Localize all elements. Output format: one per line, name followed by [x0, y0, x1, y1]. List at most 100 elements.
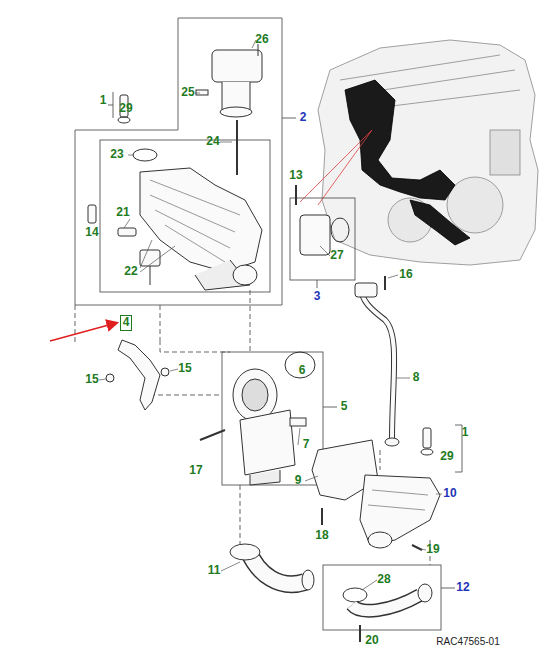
illustration-stroke: [368, 490, 428, 510]
callout-number: 24: [206, 135, 219, 148]
illustration-stroke: [140, 246, 175, 272]
illustration-stroke: [421, 449, 433, 455]
callout-number: 15: [85, 373, 98, 386]
illustration-stroke: [233, 265, 257, 285]
illustration-stroke: [343, 588, 367, 602]
illustration-stroke: [441, 588, 455, 589]
callout-number: 29: [119, 102, 132, 115]
illustration-stroke: [282, 118, 296, 119]
callout-number: 2: [300, 111, 307, 124]
illustration-stroke: [75, 305, 160, 345]
illustration-stroke: [88, 205, 96, 223]
illustration-stroke: [290, 418, 306, 426]
illustration-stroke: [220, 107, 252, 117]
illustration-stroke: [118, 228, 136, 236]
illustration-stroke: [362, 288, 394, 440]
illustration-stroke: [150, 180, 240, 262]
callout-number: 29: [440, 450, 453, 463]
callout-number: 3: [314, 290, 321, 303]
illustration-stroke: [75, 18, 282, 305]
callout-number: 27: [330, 249, 343, 262]
engine-thumbnail: [300, 40, 538, 265]
callout-number: 17: [189, 464, 202, 477]
illustration-stroke: [220, 142, 232, 143]
callout-number: 5: [341, 400, 348, 413]
illustration-stroke: [236, 120, 238, 175]
callout-number: 21: [116, 206, 129, 219]
illustration-stroke: [290, 198, 355, 280]
illustration-stroke: [133, 149, 157, 161]
illustration-stroke: [140, 240, 152, 268]
illustration-stroke: [331, 218, 349, 242]
callout-number: 8: [413, 371, 420, 384]
callout-number: 15: [178, 362, 191, 375]
illustration-stroke: [108, 92, 113, 118]
illustration-stroke: [106, 374, 114, 382]
callout-number: 7: [303, 438, 310, 451]
illustration-stroke: [230, 544, 260, 560]
illustration-stroke: [150, 395, 222, 396]
illustration-stroke: [100, 140, 270, 292]
illustration-stroke: [124, 219, 130, 228]
callout-number: 22: [124, 265, 137, 278]
illustration-stroke: [128, 155, 134, 156]
callout-number: 12: [456, 581, 469, 594]
illustration-stroke: [222, 82, 250, 110]
illustration-stroke: [150, 266, 151, 285]
callout-number: 1: [100, 94, 107, 107]
illustration-stroke: [195, 93, 200, 94]
callout-number: 26: [255, 33, 268, 46]
callout-number: 14: [85, 226, 98, 239]
illustration-stroke: [233, 369, 277, 421]
illustration-stroke: [170, 369, 178, 371]
illustration-stroke: [418, 584, 432, 602]
callout-number: 20: [365, 634, 378, 647]
illustration-stroke: [212, 50, 262, 82]
illustration-stroke: [318, 40, 538, 265]
illustration-stroke: [396, 378, 410, 379]
illustration-stroke: [250, 290, 251, 352]
illustration-stroke: [298, 428, 300, 445]
callout-number: 16: [399, 268, 412, 281]
illustration-stroke: [317, 280, 318, 288]
illustration-stroke: [118, 117, 130, 123]
illustration-stroke: [300, 215, 330, 255]
illustration-stroke: [140, 250, 160, 266]
illustration-stroke: [420, 549, 426, 550]
callout-number: 9: [295, 474, 302, 487]
illustration-stroke: [222, 352, 323, 485]
callout-number: 25: [181, 86, 194, 99]
illustration-stroke: [368, 532, 392, 548]
illustration-stroke: [196, 90, 208, 95]
boxed-callout-number: 4: [120, 315, 133, 330]
illustration-stroke: [352, 595, 420, 611]
callout-number: 10: [443, 487, 456, 500]
illustration-stroke: [285, 352, 315, 378]
illustration-stroke: [161, 368, 169, 376]
illustration-stroke: [321, 508, 323, 525]
illustration-stroke: [355, 283, 377, 297]
illustration-stroke: [140, 168, 262, 272]
illustration-stroke: [300, 130, 372, 205]
illustration-stroke: [305, 476, 318, 481]
illustration-stroke: [447, 177, 503, 233]
illustration-stroke: [250, 470, 280, 485]
illustration-stroke: [99, 379, 106, 380]
pointer-arrow: [50, 323, 116, 341]
illustration-stroke: [160, 340, 230, 352]
callout-number: 19: [426, 543, 439, 556]
illustration-stroke: [323, 407, 337, 408]
illustration-stroke: [362, 580, 377, 590]
illustration-stroke: [436, 494, 442, 495]
callout-number: 6: [299, 364, 306, 377]
illustration-stroke: [385, 438, 399, 446]
illustration-stroke: [240, 485, 241, 545]
part-outlines: [88, 44, 440, 642]
callout-number: 23: [110, 148, 123, 161]
figure-code: RAC47565-01: [436, 636, 499, 647]
illustration-stroke: [320, 246, 330, 256]
illustration-stroke: [221, 562, 240, 571]
